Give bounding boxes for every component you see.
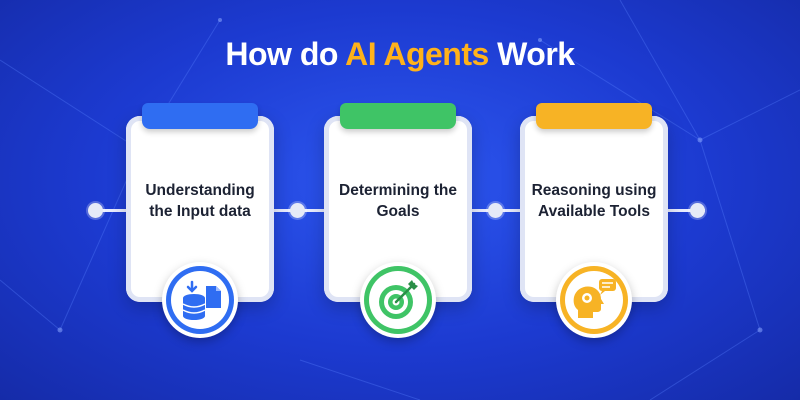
timeline-node [88,203,103,218]
step-card-1: Understanding the Input data [126,116,274,302]
step-label-3: Reasoning using Available Tools [531,182,657,220]
title-highlight: AI Agents [345,36,489,72]
database-document-icon [182,280,221,320]
step-badge-2 [360,262,436,338]
step-tab-2 [340,103,456,129]
title-suffix: Work [488,36,575,72]
step-badge-3 [556,262,632,338]
target-arrow-icon [379,280,418,319]
step-tab-3 [536,103,652,129]
step-label-1: Understanding the Input data [145,182,255,220]
step-tab-1 [142,103,258,129]
timeline-node [690,203,705,218]
title-prefix: How do [225,36,346,72]
step-label-2: Determining the Goals [339,182,457,220]
timeline-node [488,203,503,218]
step-badge-1 [162,262,238,338]
timeline-node [290,203,305,218]
head-speech-icon [573,279,616,318]
page-title: How do AI Agents Work [0,36,800,73]
